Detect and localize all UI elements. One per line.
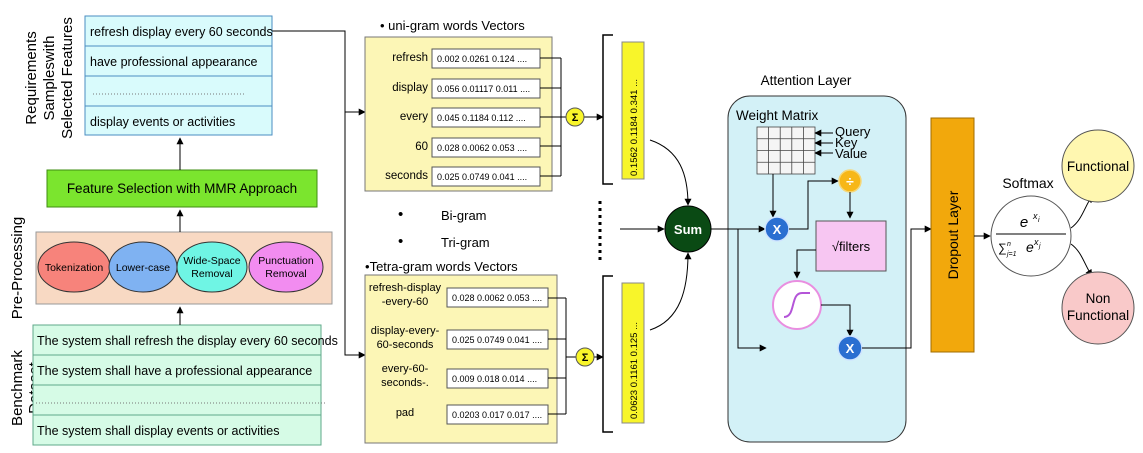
whitespace-removal-node [176,241,248,293]
tetragram-sum-vector: 0.0623 0.1161 0.125 ... [629,322,640,419]
filters-label: √filters [832,239,871,254]
tetragram-word: refresh-display [369,282,442,294]
tetragram-word: seconds-. [381,377,429,389]
unigram-vector: 0.028 0.0062 0.053 .... [437,143,527,153]
svg-text:Punctuation: Punctuation [258,255,314,267]
feature-selection-box [46,169,318,208]
svg-text:x: x [1032,211,1038,221]
non-functional-output [1061,271,1135,345]
unigram-vector: 0.025 0.0749 0.041 .... [437,172,527,182]
svg-text:Removal: Removal [265,268,306,280]
dropout-label: Dropout Layer [945,190,961,279]
unigram-word: refresh [392,52,428,64]
svg-text:Σ: Σ [582,352,589,364]
svg-text:i: i [1038,217,1040,224]
svg-text:X: X [846,341,855,356]
unigram-word: display [392,82,428,94]
weight-matrix-label: Weight Matrix [736,108,819,123]
benchmark-row: The system shall display events or activ… [37,424,279,438]
key-label: Key [835,135,858,150]
requirements-label: Requirements Sampleswith Selected Featur… [23,17,76,139]
tetragram-word: display-every- [371,325,440,337]
attention-title: Attention Layer [761,73,852,88]
unigram-word: 60 [415,141,428,153]
requirements-table: refresh display every 60 seconds have pr… [84,15,273,136]
tetragram-word: pad [396,407,414,419]
svg-text:Functional: Functional [1067,159,1129,174]
value-label: Value [835,146,867,161]
benchmark-table: The system shall refresh the display eve… [32,324,338,446]
punctuation-removal-node [248,241,324,293]
functional-output [1061,129,1135,203]
tetragram-word: 60-seconds [377,339,434,351]
tetragram-rows: refresh-display -every-60 0.028 0.0062 0… [369,282,549,425]
svg-text:Removal: Removal [191,268,232,280]
softmax-node [990,195,1072,277]
tetragram-sigma-node [575,347,595,367]
requirement-row: have professional appearance [90,55,258,69]
trigram-label: Tri-gram [441,235,490,250]
unigram-sum-vector: 0.1562 0.1184 0.341 ... [629,79,640,176]
unigram-vector: 0.056 0.01117 0.011 .... [437,84,530,94]
svg-text:Sampleswith: Sampleswith [41,35,58,120]
filters-box [815,220,887,272]
svg-text:x: x [1033,237,1039,247]
benchmark-row: The system shall have a professional app… [37,364,312,378]
svg-text:Functional: Functional [1067,308,1129,323]
dropout-layer-box [930,117,975,353]
svg-text:Wide-Space: Wide-Space [183,255,240,267]
softmax-label: Softmax [1002,175,1053,191]
tetragram-title: •Tetra-gram words Vectors [365,259,518,274]
bigram-label: Bi-gram [441,208,487,223]
tetragram-vector: 0.009 0.018 0.014 .... [452,374,537,384]
requirement-row: refresh display every 60 seconds [90,25,273,39]
tetragram-word: every-60- [382,363,429,375]
sigmoid-icon [783,292,810,318]
unigram-sigma-node [565,107,585,127]
tetragram-vector: 0.0203 0.017 0.017 .... [452,410,542,420]
unigram-word: every [400,111,428,123]
svg-text:Selected Features: Selected Features [59,17,76,139]
tetragram-vector: 0.025 0.0749 0.041 .... [452,335,542,345]
softmax-formula: e x i ∑ n j=1 e x j [996,211,1066,258]
svg-text:Tokenization: Tokenization [45,262,104,274]
svg-text:Non: Non [1086,291,1111,306]
preprocessing-label: Pre-Processing [9,217,26,320]
svg-text:Sum: Sum [674,222,702,237]
sigmoid-node [772,280,822,330]
unigram-sum-vector-box [621,41,645,180]
unigram-vector: 0.045 0.1184 0.112 .... [437,113,526,123]
svg-text:Requirements: Requirements [23,31,40,124]
requirement-row: display events or activities [90,115,235,129]
svg-text:j=1: j=1 [1006,251,1017,258]
unigram-bracket [602,34,613,185]
svg-text:•: • [398,206,403,223]
benchmark-row: The system shall refresh the display eve… [37,334,338,348]
feature-selection-label: Feature Selection with MMR Approach [67,181,297,196]
svg-text:Benchmark: Benchmark [9,350,26,426]
unigram-word: seconds [385,170,428,182]
svg-text:j: j [1038,243,1041,250]
query-label: Query [835,124,871,139]
unigram-title: • uni-gram words Vectors [380,18,525,33]
svg-text:e: e [1026,239,1034,255]
weight-matrix-grid [756,126,816,175]
unigram-vector: 0.002 0.0261 0.124 .... [437,54,527,64]
tetragram-bracket [602,275,613,433]
tetragram-vector: 0.028 0.0062 0.053 .... [452,293,542,303]
unigram-rows: refresh 0.002 0.0261 0.124 .... display … [385,48,541,187]
svg-text:•: • [398,233,403,250]
svg-text:Lower-case: Lower-case [116,262,170,274]
svg-text:÷: ÷ [846,173,854,189]
tetragram-word: -every-60 [382,296,428,308]
svg-text:X: X [773,222,782,237]
svg-text:e: e [1020,214,1028,231]
tetragram-sum-vector-box [621,282,645,424]
svg-text:n: n [1007,241,1011,248]
svg-text:Σ: Σ [572,112,579,124]
svg-text:∑: ∑ [998,241,1007,255]
